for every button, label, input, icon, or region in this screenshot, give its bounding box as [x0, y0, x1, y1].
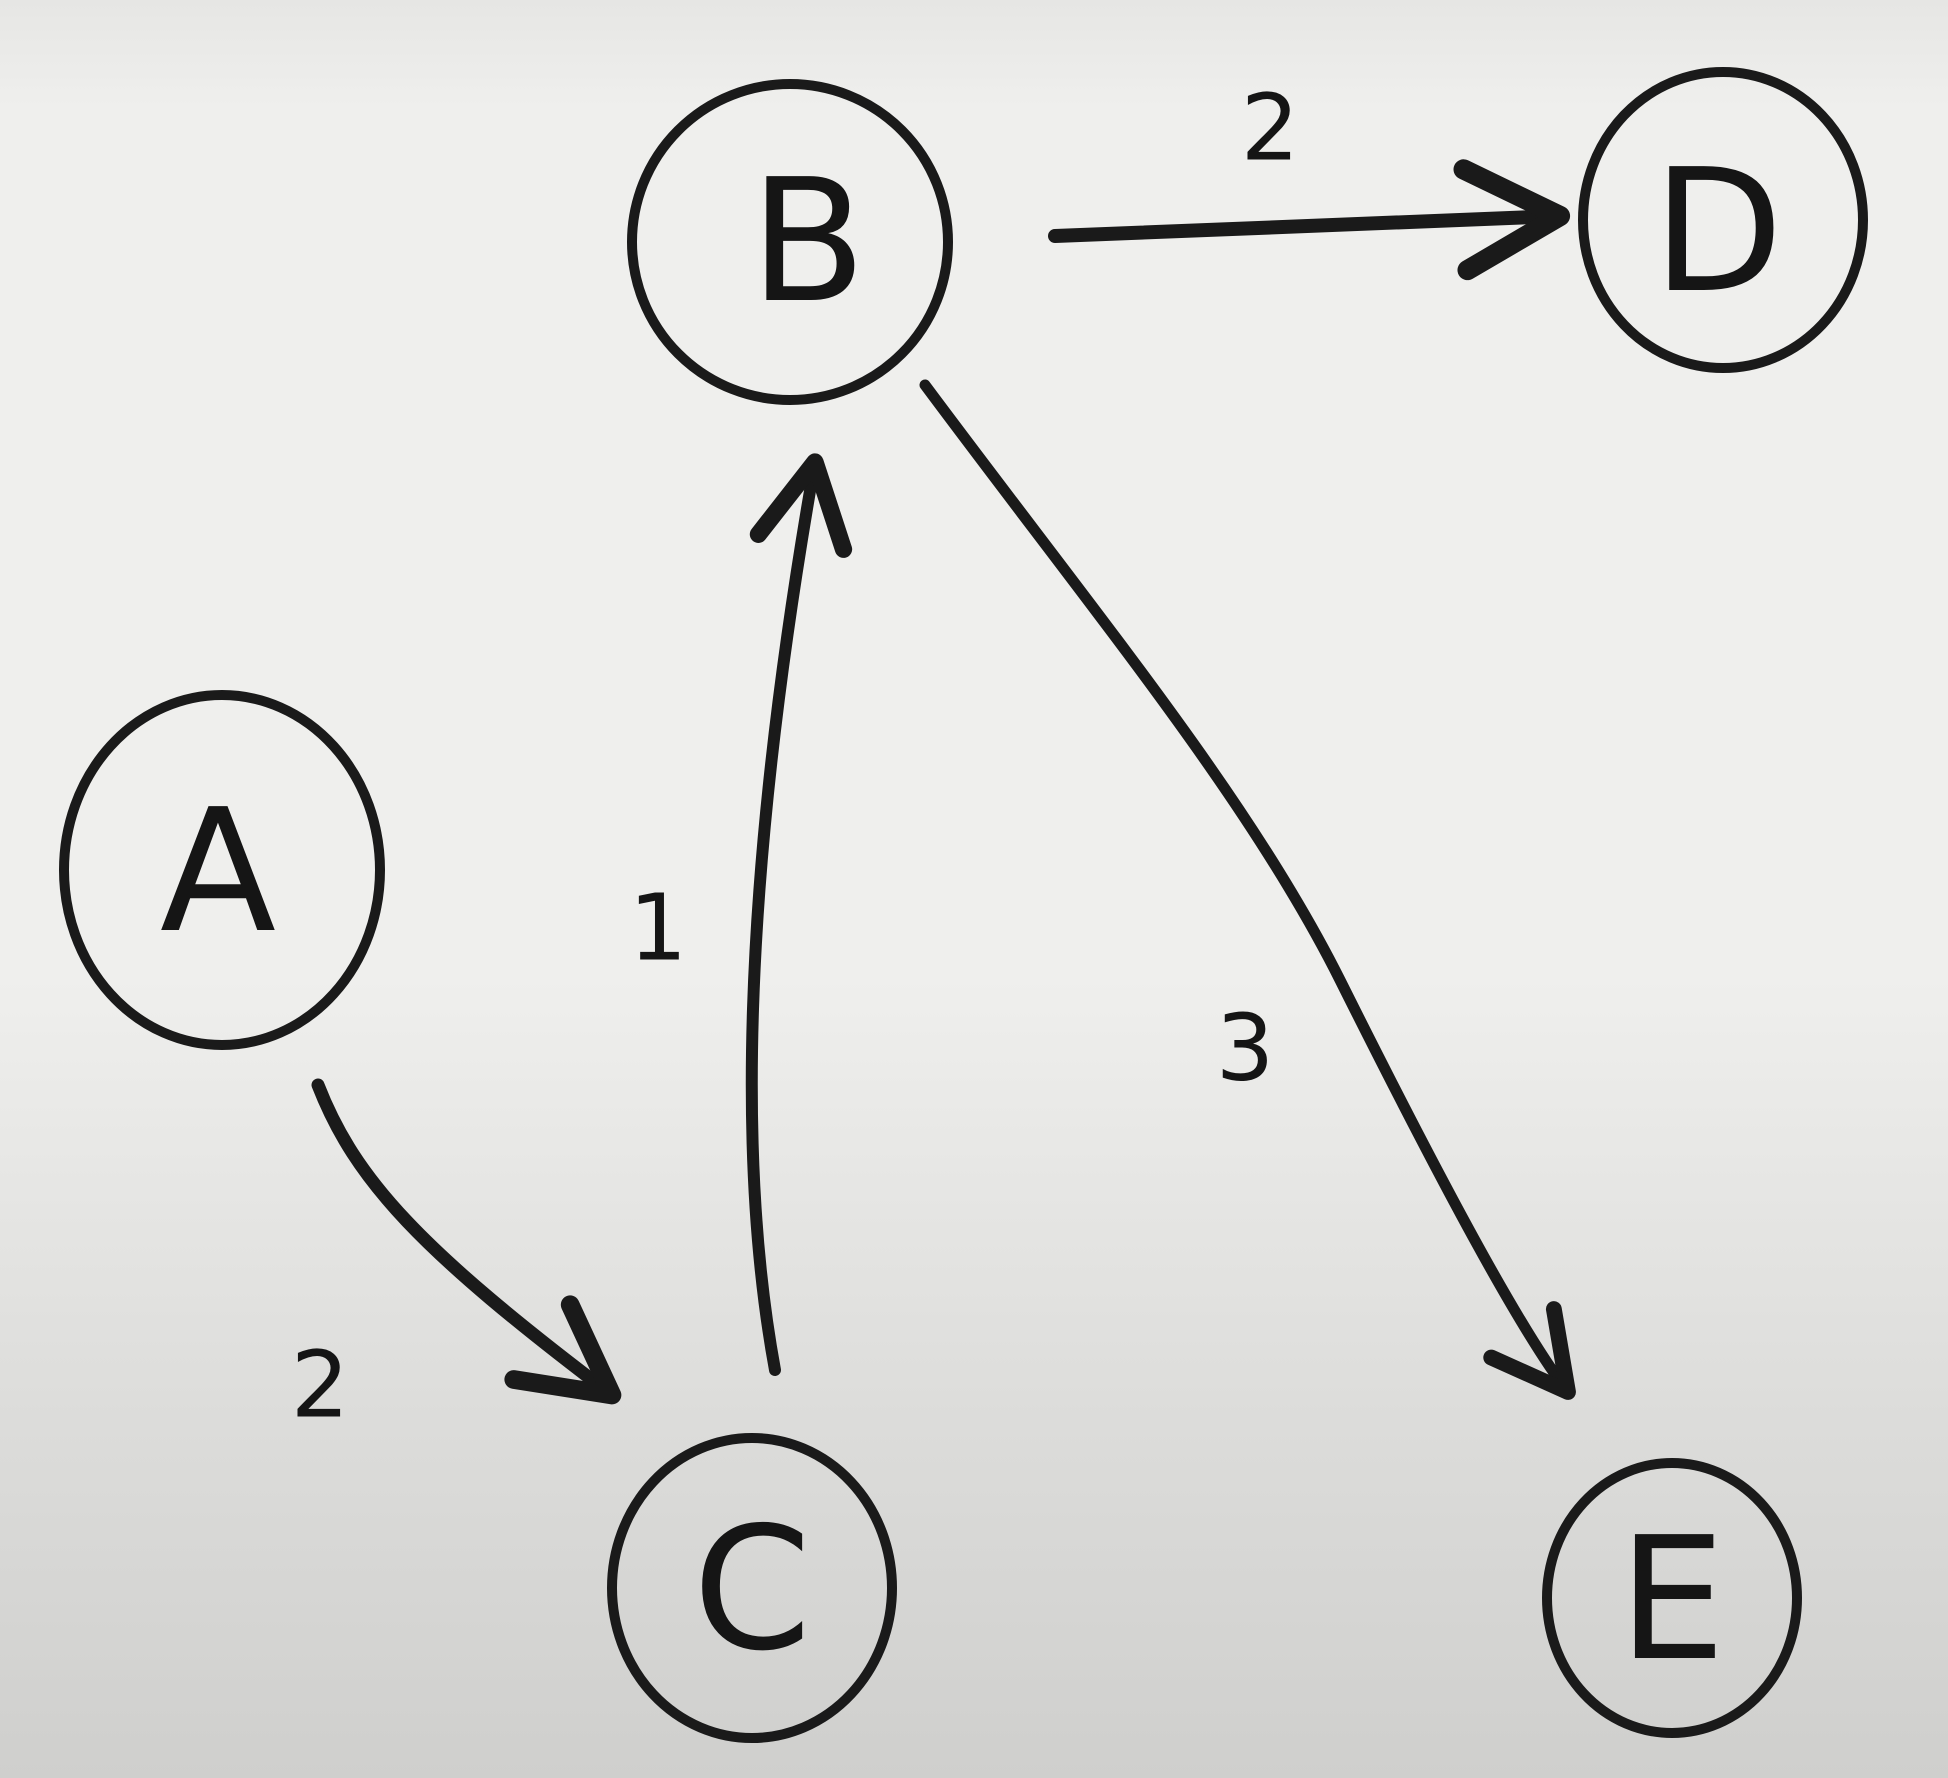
- edge-b-to-d: 2: [1048, 75, 1571, 281]
- node-d-label: D: [1653, 133, 1784, 331]
- node-d-circle: [1578, 67, 1868, 373]
- edge-b-to-d-weight: 2: [1241, 75, 1300, 182]
- node-c-circle: [607, 1433, 897, 1743]
- node-a-label: A: [160, 773, 276, 971]
- node-d: D: [1578, 67, 1868, 373]
- node-a: A: [59, 690, 385, 1050]
- node-c: C: [607, 1433, 897, 1743]
- edge-a-to-c-arrow: [311, 1078, 622, 1405]
- edge-c-to-b: 1: [629, 453, 853, 1376]
- edge-b-to-e-weight: 3: [1216, 995, 1275, 1102]
- edge-b-to-e: 3: [919, 379, 1576, 1400]
- node-b: B: [627, 79, 953, 405]
- node-b-label: B: [750, 143, 867, 341]
- node-e-circle: [1542, 1458, 1802, 1738]
- edge-c-to-b-arrow: [745, 453, 853, 1376]
- node-c-label: C: [693, 1491, 812, 1689]
- node-e-label: E: [1618, 1501, 1725, 1699]
- edge-a-to-c-weight: 2: [291, 1332, 350, 1439]
- node-a-circle: [59, 690, 385, 1050]
- node-b-circle: [627, 79, 953, 405]
- edge-b-to-d-arrow: [1048, 159, 1571, 281]
- edge-c-to-b-weight: 1: [629, 875, 688, 982]
- node-e: E: [1542, 1458, 1802, 1738]
- edge-a-to-c: 2: [291, 1078, 622, 1439]
- edge-b-to-e-arrow: [919, 379, 1576, 1400]
